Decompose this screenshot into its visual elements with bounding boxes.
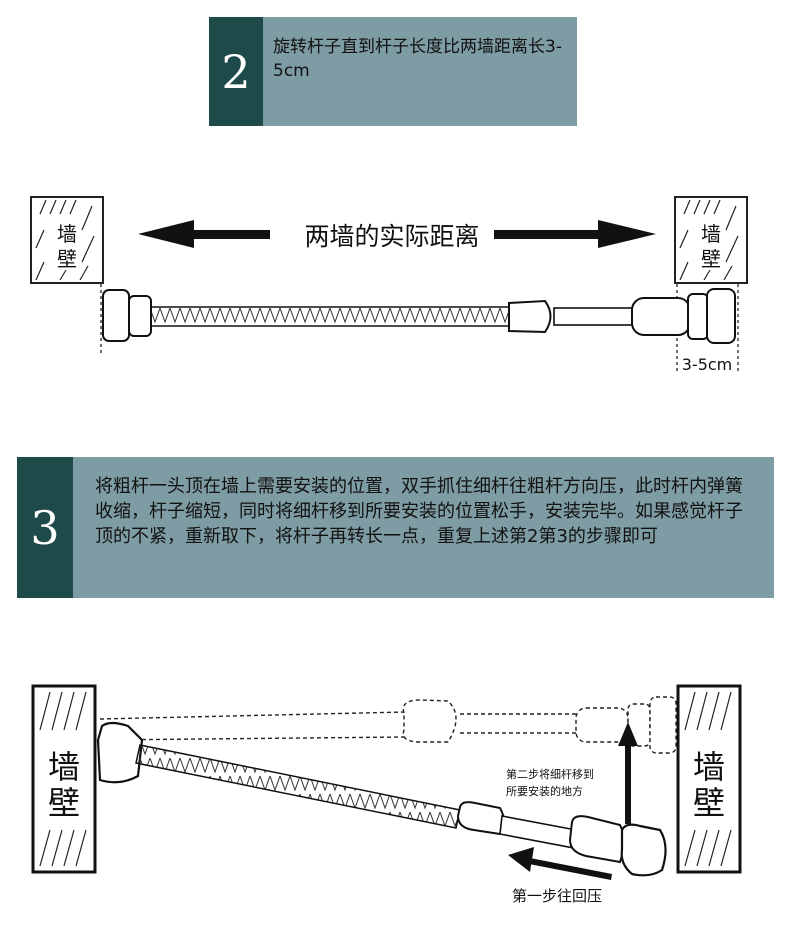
step-2-number: 2 xyxy=(209,17,263,126)
distance-arrow-left xyxy=(138,220,270,248)
diagram-1: 墙 壁 墙 壁 xyxy=(30,196,748,374)
rod-thin-tube-tilted xyxy=(499,815,577,849)
left-wall-bottom-label-2: 壁 xyxy=(48,784,80,822)
right-wall-bottom: 墙 壁 xyxy=(676,684,742,874)
diagram-2: 墙 壁 墙 壁 xyxy=(31,684,742,905)
step-3-number: 3 xyxy=(17,457,73,598)
distance-label: 两墙的实际距离 xyxy=(304,222,479,251)
right-wall-bottom-label-1: 墙 xyxy=(693,748,725,786)
distance-arrow-right xyxy=(494,220,656,248)
rod-thick-tube xyxy=(150,306,510,327)
left-wall-bottom: 墙 壁 xyxy=(31,684,97,874)
step-3-text: 将粗杆一头顶在墙上需要安装的位置，双手抓住细杆往粗杆方向压，此时杆内弹簧收缩，杆… xyxy=(95,476,743,547)
step-one-label: 第一步往回压 xyxy=(512,887,602,905)
step-two-up-arrow xyxy=(618,722,638,824)
rod-thick-tube-tilted xyxy=(135,744,461,829)
extra-length-label: 3-5cm xyxy=(682,355,733,374)
telescopic-rod-top xyxy=(102,288,736,344)
left-wall-bottom-label-1: 墙 xyxy=(48,748,80,786)
left-wall-top-label-1: 墙 xyxy=(57,222,77,246)
telescopic-rod-tilted xyxy=(96,721,667,877)
rod-right-cap-tilted xyxy=(620,823,667,877)
step-two-label-line1: 第二步将细杆移到 xyxy=(506,767,594,781)
step-two-label-line2: 所要安装的地方 xyxy=(506,784,583,798)
right-wall-top-label-2: 壁 xyxy=(701,247,721,271)
right-wall-bottom-label-2: 壁 xyxy=(693,784,725,822)
step-one-back-arrow xyxy=(508,847,612,880)
left-wall-top-label-2: 壁 xyxy=(57,247,77,271)
right-wall-top-label-1: 墙 xyxy=(701,222,721,246)
rod-left-cap-tilted xyxy=(96,721,144,784)
right-wall-top: 墙 壁 xyxy=(674,196,748,284)
step-2-text: 旋转杆子直到杆子长度比两墙距离长3-5cm xyxy=(273,37,562,81)
step-2-banner: 2 旋转杆子直到杆子长度比两墙距离长3-5cm xyxy=(209,17,577,126)
rod-left-cap xyxy=(102,289,130,342)
rod-right-cap xyxy=(706,288,736,344)
rod-final-position-dashed xyxy=(99,696,677,754)
step-3-banner: 3 将粗杆一头顶在墙上需要安装的位置，双手抓住细杆往粗杆方向压，此时杆内弹簧收缩… xyxy=(17,457,774,598)
left-wall-top: 墙 壁 xyxy=(30,196,104,284)
rod-thin-tube xyxy=(553,307,635,326)
